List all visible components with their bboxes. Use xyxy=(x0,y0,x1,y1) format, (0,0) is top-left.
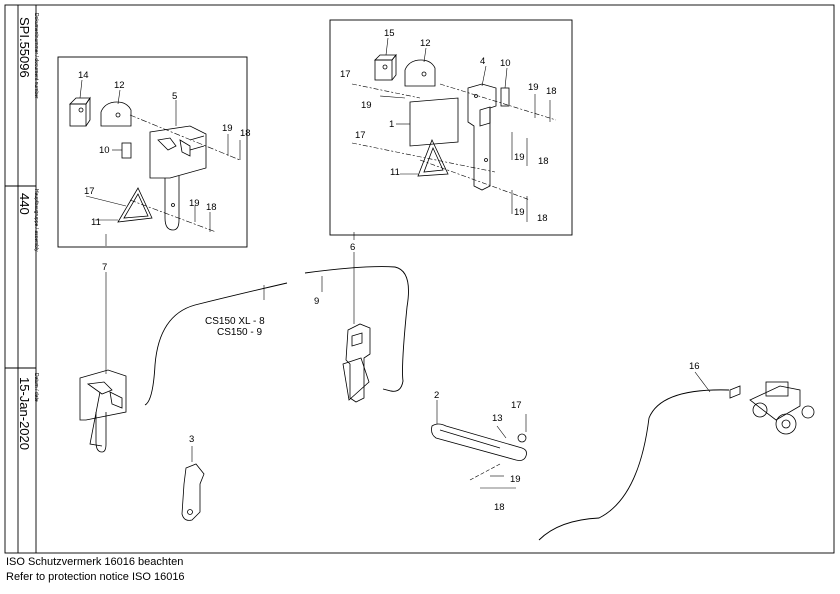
frame xyxy=(4,4,835,554)
callout-19: 19 xyxy=(514,207,525,218)
callout-19: 19 xyxy=(189,198,200,209)
callout-19: 19 xyxy=(361,100,372,111)
cables xyxy=(144,266,730,541)
callout-15: 15 xyxy=(384,28,395,39)
callout-9: 9 xyxy=(314,296,319,307)
callout-19: 19 xyxy=(528,82,539,93)
callout-11: 11 xyxy=(91,217,101,228)
callout-12: 12 xyxy=(114,80,125,91)
callout-1: 1 xyxy=(389,119,394,130)
callout-10: 10 xyxy=(500,58,511,69)
left-box-leaders xyxy=(79,79,241,233)
callout-18: 18 xyxy=(240,128,251,139)
callout-11: 11 xyxy=(390,167,400,178)
left-box-parts xyxy=(69,96,207,231)
callout-16: 16 xyxy=(689,361,700,372)
callout-18: 18 xyxy=(206,202,217,213)
iso-notice-english: Refer to protection notice ISO 16016 xyxy=(6,571,185,583)
callout-17: 17 xyxy=(340,69,351,80)
callout-18: 18 xyxy=(537,213,548,224)
callout-10: 10 xyxy=(99,145,110,156)
callout-18: 18 xyxy=(546,86,557,97)
callout-19: 19 xyxy=(510,474,521,485)
callout-17: 17 xyxy=(84,186,95,197)
callout-19: 19 xyxy=(514,152,525,163)
callout-18: 18 xyxy=(494,502,505,513)
callout-6: 6 xyxy=(350,242,355,253)
callout-13: 13 xyxy=(492,413,503,424)
callout-19: 19 xyxy=(222,123,233,134)
cable-note-line1: CS150 XL - 8 xyxy=(205,316,265,327)
callout-18: 18 xyxy=(538,156,549,167)
callout-5: 5 xyxy=(172,91,177,102)
iso-notice-german: ISO Schutzvermerk 16016 beachten xyxy=(6,556,184,568)
callout-4: 4 xyxy=(480,56,485,67)
callout-3: 3 xyxy=(189,434,194,445)
callout-2: 2 xyxy=(434,390,439,401)
main-parts xyxy=(79,323,815,521)
main-leaders xyxy=(105,232,711,489)
detail-box-left xyxy=(57,56,248,248)
detail-box-right xyxy=(329,19,573,236)
callout-12: 12 xyxy=(420,38,431,49)
right-box-leaders xyxy=(351,37,557,222)
callout-17: 17 xyxy=(355,130,366,141)
cable-note-line2: CS150 - 9 xyxy=(217,327,262,338)
callout-17: 17 xyxy=(511,400,522,411)
callout-14: 14 xyxy=(78,70,89,81)
callout-7: 7 xyxy=(102,262,107,273)
